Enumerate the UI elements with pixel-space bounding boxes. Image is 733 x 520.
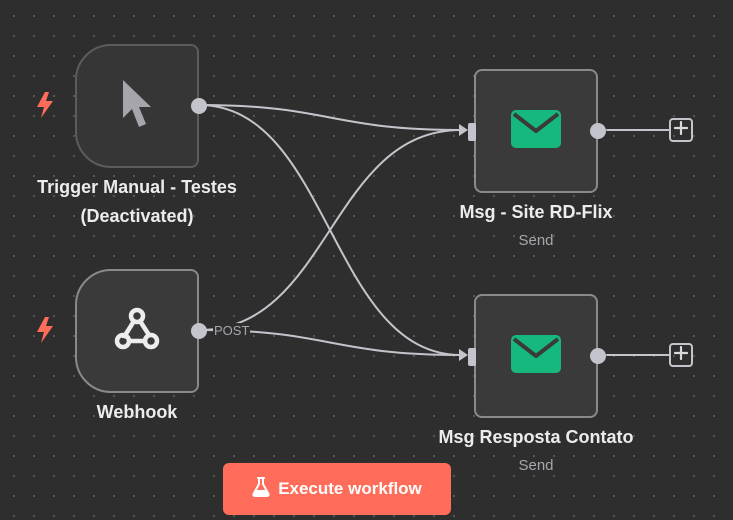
webhook-method-label: POST (213, 323, 251, 338)
node-webhook[interactable] (75, 269, 207, 393)
add-node-button[interactable] (669, 343, 693, 367)
flask-icon (252, 476, 270, 502)
webhook-icon (112, 304, 162, 359)
node-msg-site-label: Msg - Site RD-Flix (459, 202, 613, 222)
execute-workflow-label: Execute workflow (278, 479, 422, 498)
trigger-bolt-icon (36, 317, 54, 348)
envelope-icon (511, 109, 561, 153)
input-handle[interactable] (468, 123, 476, 141)
node-msg-contato-subtitle: Send (518, 457, 554, 474)
arrowhead (459, 349, 468, 361)
output-handle[interactable] (191, 98, 207, 114)
node-msg-site-subtitle: Send (518, 232, 554, 249)
envelope-icon (511, 334, 561, 378)
output-handle[interactable] (590, 123, 606, 139)
add-node-button[interactable] (669, 118, 693, 142)
arrowhead (459, 124, 468, 136)
edge-webhook-to-msg-site[interactable] (198, 129, 462, 331)
node-msg-contato-label: Msg Resposta Contato (438, 427, 634, 447)
node-trigger-manual[interactable] (75, 44, 207, 168)
node-msg-site[interactable] (468, 69, 606, 193)
node-trigger-manual-title: Trigger Manual - Testes (37, 177, 237, 197)
node-trigger-manual-status: (Deactivated) (80, 206, 194, 226)
output-handle[interactable] (191, 323, 207, 339)
node-webhook-label: Webhook (96, 402, 178, 422)
node-msg-contato[interactable] (468, 294, 606, 418)
plus-icon (673, 120, 689, 140)
execute-workflow-button[interactable]: Execute workflow (223, 463, 451, 515)
input-handle[interactable] (468, 348, 476, 366)
trigger-bolt-icon (36, 92, 54, 123)
node-trigger-manual-label: Trigger Manual - Testes (Deactivated) (17, 173, 257, 231)
output-handle[interactable] (590, 348, 606, 364)
plus-icon (673, 345, 689, 365)
mouse-pointer-icon (120, 78, 154, 135)
edge-trigger-to-msg-site[interactable] (198, 104, 462, 131)
